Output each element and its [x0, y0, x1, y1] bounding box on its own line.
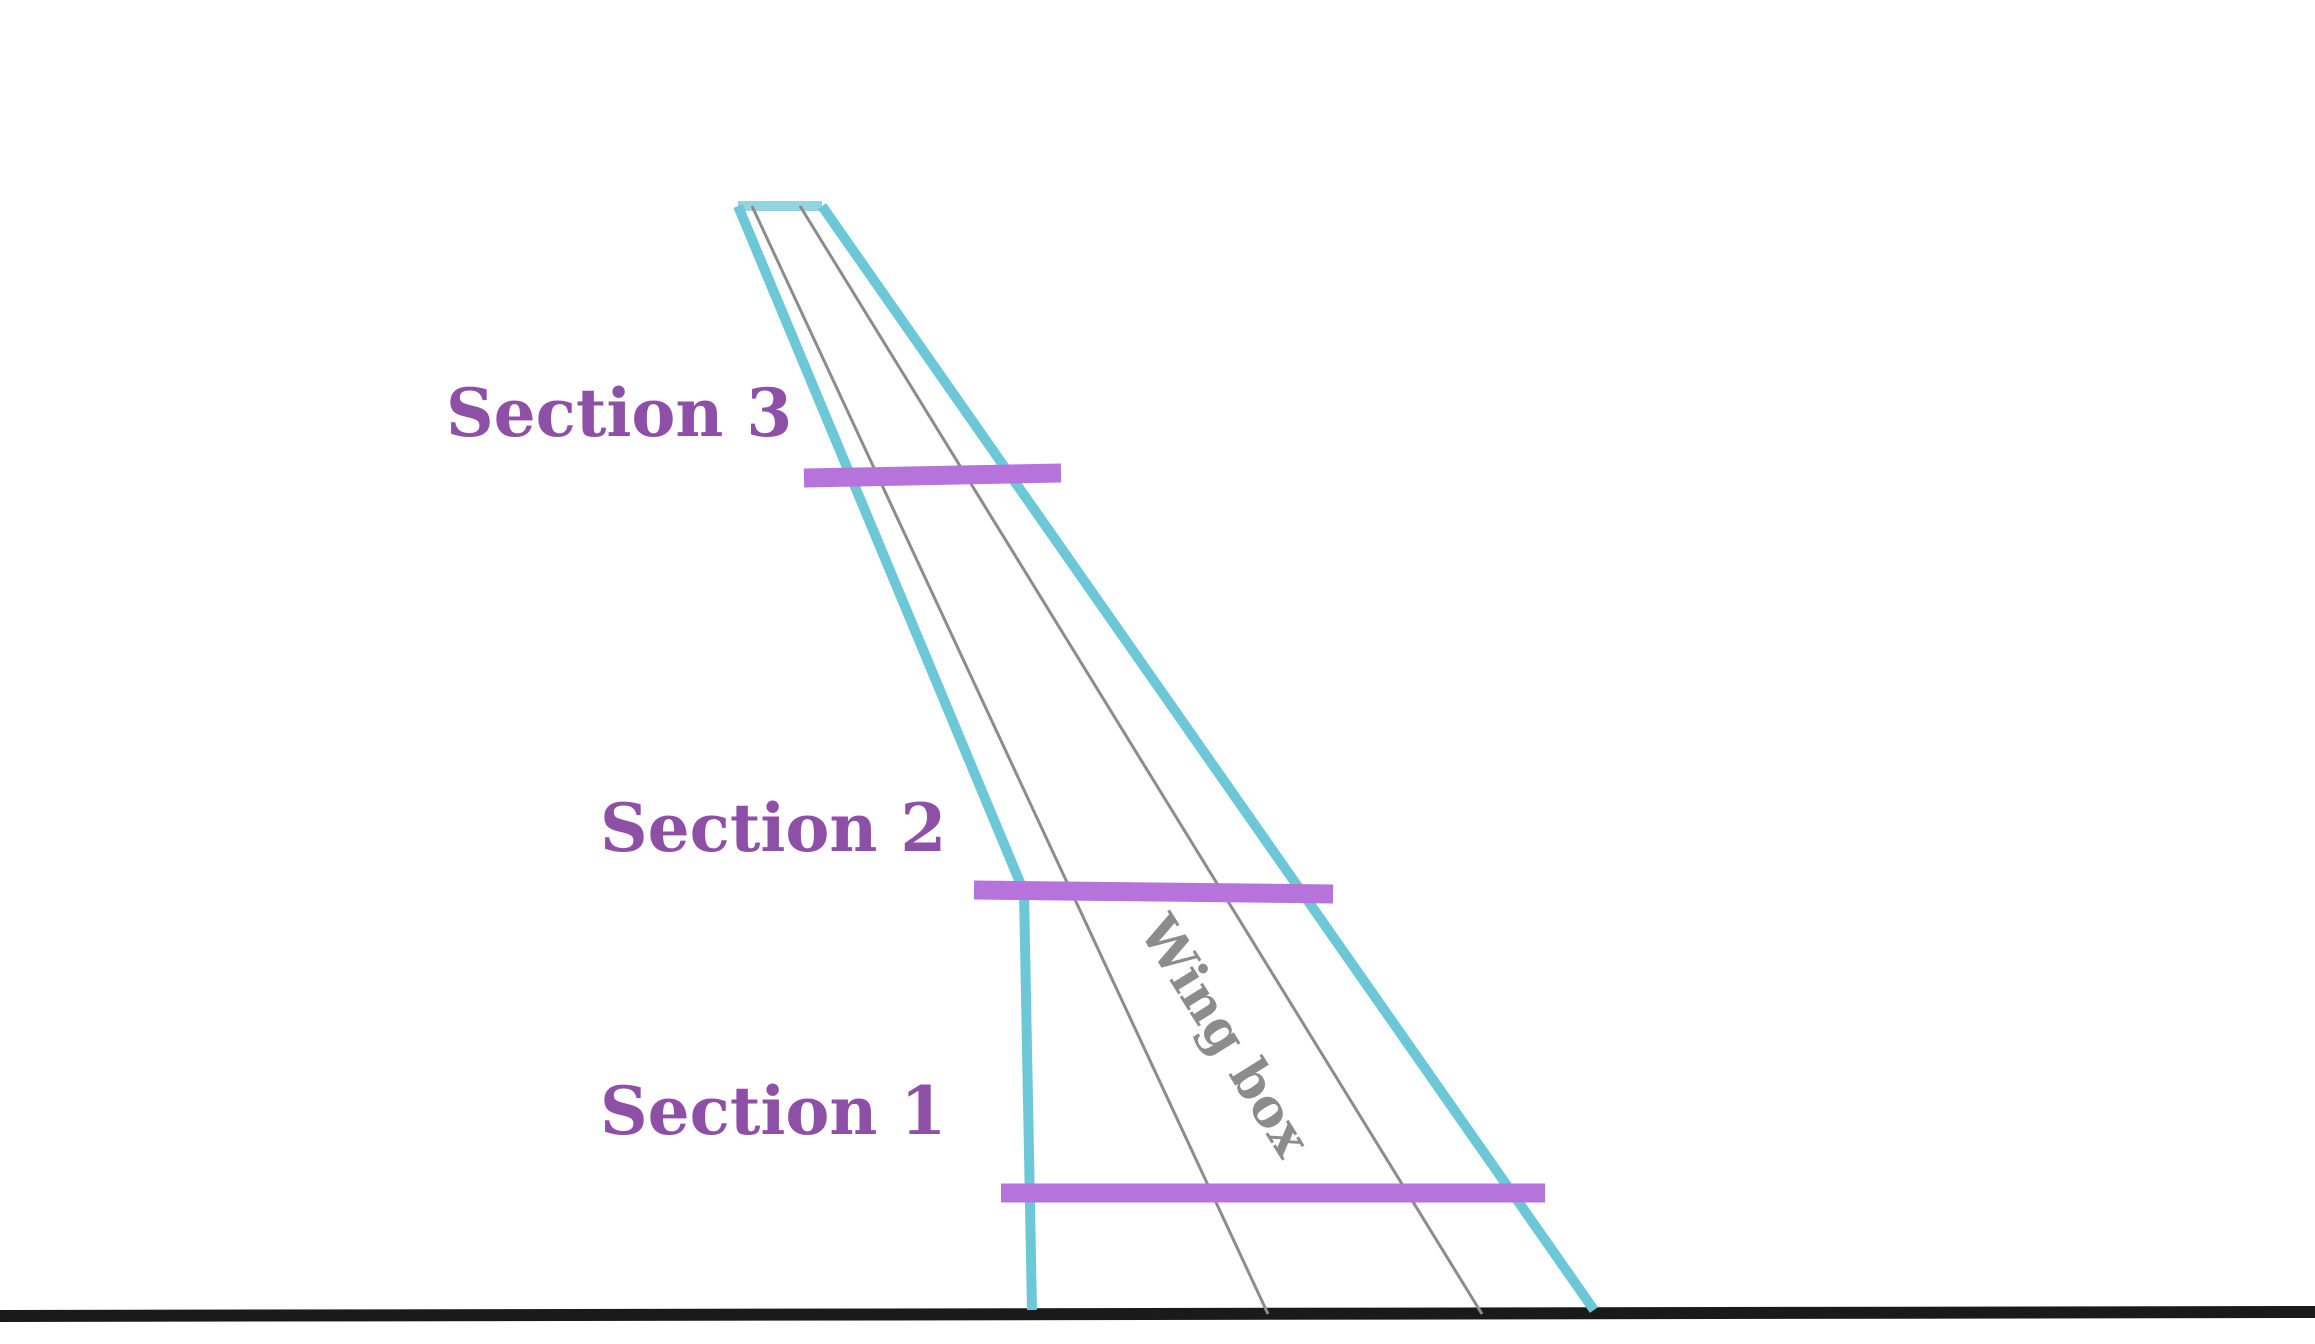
wing-box-label: Wing box — [1126, 904, 1323, 1168]
section-3-cut — [803, 463, 1062, 488]
section-2-cut — [973, 880, 1334, 904]
section-3-label: Section 3 — [446, 374, 792, 452]
section-1-label: Section 1 — [600, 1072, 946, 1150]
ground-line — [0, 1306, 2315, 1322]
wing-box-front-spar — [750, 205, 1270, 1315]
section-2-label: Section 2 — [600, 789, 946, 867]
wing-trailing-edge — [817, 203, 1599, 1313]
wing-box-rear-spar — [798, 205, 1484, 1315]
